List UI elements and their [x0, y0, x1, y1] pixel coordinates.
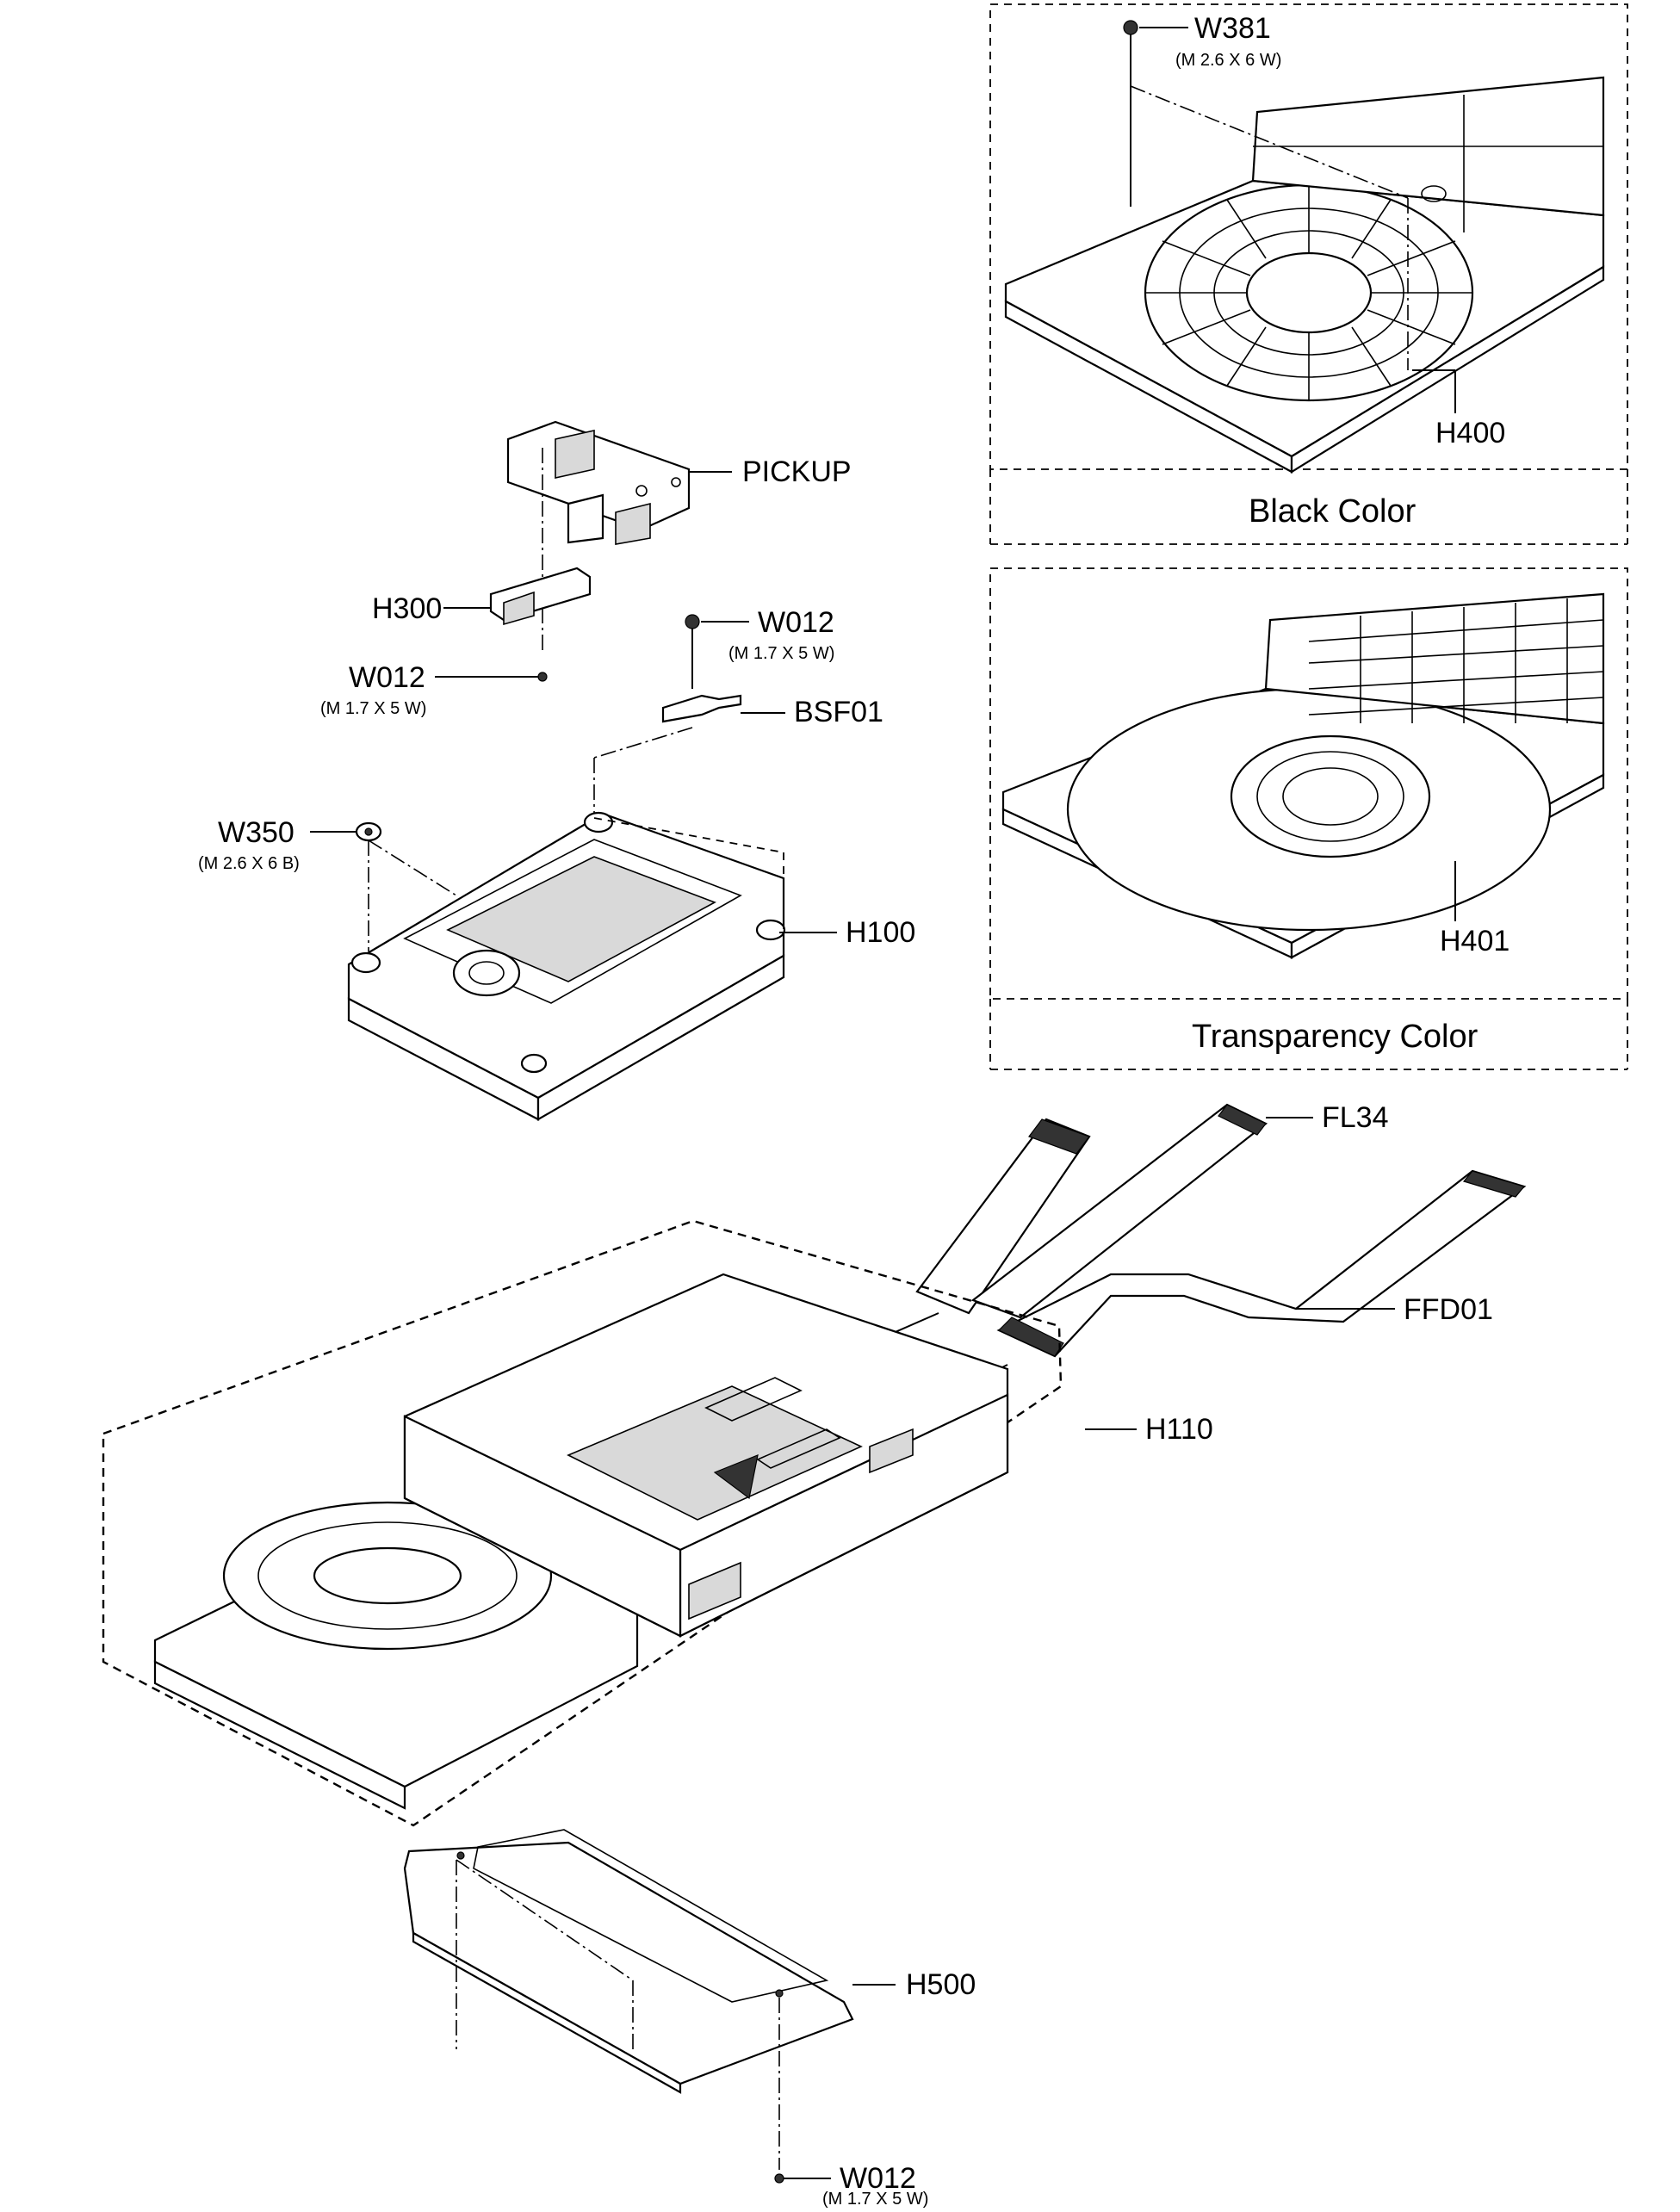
spring-bsf01 [661, 694, 742, 723]
label-h500: H500 [906, 1968, 976, 2001]
label-w012-bottom: W012 [840, 2162, 916, 2195]
loader-h110 [153, 1273, 1009, 1810]
black-color-group-frame [989, 3, 1628, 545]
dash-box-h100 [593, 817, 784, 930]
screw-w012-top [685, 614, 749, 689]
mechanism-h100 [347, 811, 786, 1121]
spec-w381: (M 2.6 X 6 W) [1175, 51, 1282, 70]
screw-w012-bottom [456, 1859, 831, 2184]
loader-h110-frame [102, 1219, 1063, 1827]
tray-h400 [1004, 76, 1605, 474]
label-ffd01: FFD01 [1404, 1293, 1493, 1326]
caption-transparency-color: Transparency Color [1192, 1019, 1479, 1055]
label-w012-top: W012 [758, 606, 834, 639]
caption-black-color: Black Color [1249, 493, 1417, 530]
transparency-color-group-frame [989, 567, 1628, 1070]
pickup-unit [506, 420, 691, 545]
cable-fl34 [915, 1103, 1268, 1319]
label-h401: H401 [1440, 925, 1510, 957]
label-h400: H400 [1435, 417, 1506, 449]
spec-w350: (M 2.6 X 6 B) [198, 854, 300, 873]
cable-ffd01 [996, 1169, 1527, 1358]
label-fl34: FL34 [1322, 1101, 1389, 1134]
label-h110: H110 [1145, 1413, 1213, 1446]
plate-h500 [403, 1829, 854, 2094]
spec-w012-top: (M 1.7 X 5 W) [728, 644, 835, 663]
spec-w012-left: (M 1.7 X 5 W) [320, 699, 427, 718]
screw-w350 [310, 821, 457, 951]
bracket-h300 [489, 567, 592, 626]
label-h300: H300 [372, 592, 443, 625]
label-h100: H100 [846, 916, 916, 949]
label-bsf01: BSF01 [794, 696, 883, 728]
spec-w012-bottom: (M 1.7 X 5 W) [822, 2190, 929, 2209]
screw-w381 [1123, 20, 1409, 370]
screw-w012-left [435, 672, 548, 682]
label-w012-left: W012 [349, 661, 425, 694]
label-w381: W381 [1194, 12, 1271, 45]
label-w350: W350 [218, 816, 294, 849]
tray-h401 [1001, 592, 1605, 959]
label-pickup: PICKUP [742, 455, 852, 488]
